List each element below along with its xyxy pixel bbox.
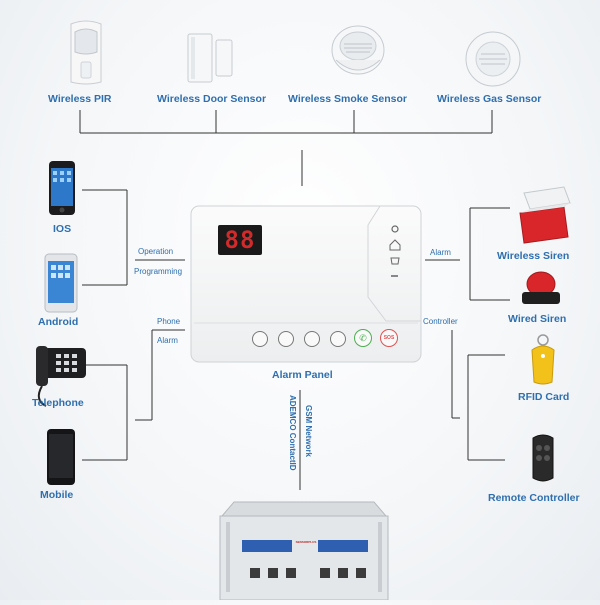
label-wireless-door-sensor: Wireless Door Sensor [157,93,267,105]
label-telephone: Telephone [32,397,84,409]
station-brand-text: SENSORPLUS [295,540,317,544]
door-sensor-icon [186,32,236,84]
label-wireless-siren: Wireless Siren [497,250,570,262]
label-android: Android [38,316,79,328]
label-gsm-network: GSM Network [304,405,313,458]
label-phone: Phone [157,317,181,326]
arm-button[interactable] [252,331,268,347]
label-remote-controller: Remote Controller [488,492,580,504]
gas-sensor-icon [465,30,521,88]
call-button[interactable]: ✆ [354,329,372,347]
android-phone-icon [44,253,78,313]
label-wireless-pir: Wireless PIR [48,93,112,105]
label-wired-siren: Wired Siren [508,313,567,325]
wired-siren-icon [518,268,564,308]
remote-controller-icon [528,432,558,484]
mobile-phone-icon [46,428,76,486]
settings-button[interactable] [330,331,346,347]
label-alarm-right: Alarm [430,248,451,257]
receiving-station: SENSORPLUS [216,500,392,601]
ios-phone-icon [48,160,76,216]
rfid-card-icon [528,334,558,386]
label-wireless-gas-sensor: Wireless Gas Sensor [437,93,542,105]
label-mobile: Mobile [40,489,74,501]
sos-button[interactable]: SOS [380,329,398,347]
pir-sensor-icon [65,18,107,88]
label-ademco-contactid: ADEMCO ContactID [288,395,297,471]
panel-display: 88 [224,226,256,254]
label-operation: Operation [138,247,174,256]
label-alarm-left: Alarm [157,336,178,345]
label-controller: Controller [423,317,458,326]
alarm-panel: 88 ✆ SOS [190,205,422,365]
home-arm-button[interactable] [278,331,294,347]
label-wireless-smoke-sensor: Wireless Smoke Sensor [288,93,407,105]
label-alarm-panel: Alarm Panel [272,369,333,381]
label-programming: Programming [134,267,183,276]
label-ios: IOS [53,223,72,235]
label-rfid-card: RFID Card [518,391,570,403]
smoke-sensor-icon [330,24,386,82]
telephone-icon [32,344,90,414]
wireless-siren-icon [514,183,574,245]
disarm-button[interactable] [304,331,320,347]
